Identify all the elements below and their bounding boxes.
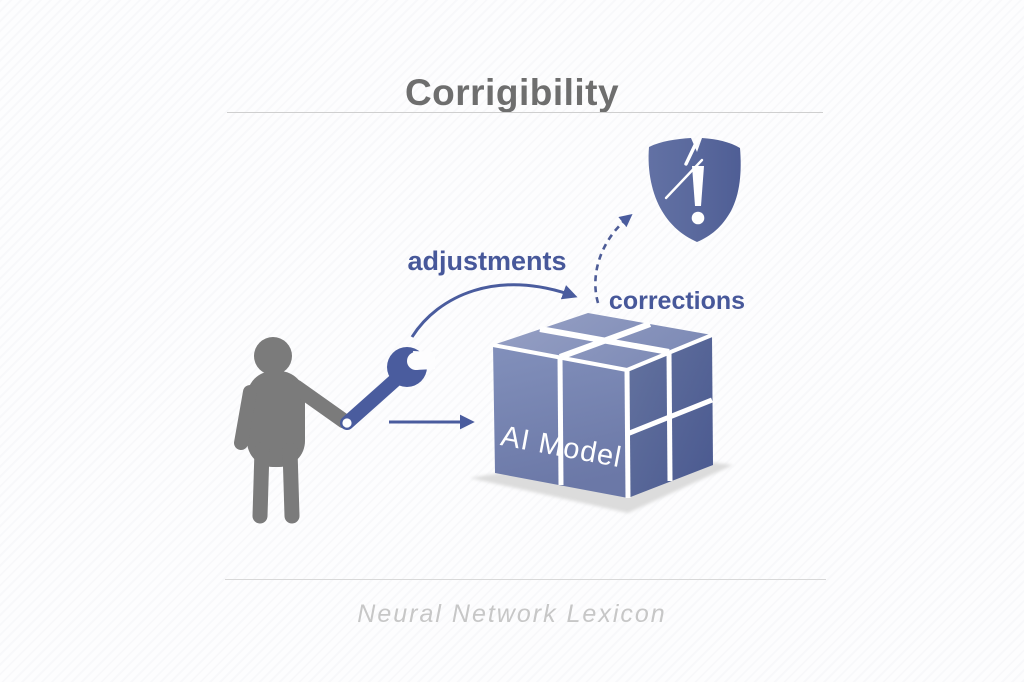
corrections-label: corrections <box>608 287 746 315</box>
corrections-arrow <box>594 213 633 304</box>
bottom-divider <box>225 579 826 580</box>
top-divider <box>227 112 823 113</box>
ai-model-cube <box>492 313 713 499</box>
shield-exclamation-icon <box>648 138 741 242</box>
adjustments-arrow <box>410 283 578 338</box>
adjustments-label: adjustments <box>407 246 567 276</box>
footer-caption: Neural Network Lexicon <box>357 600 667 628</box>
person-silhouette-icon <box>234 337 352 524</box>
page-title: Corrigibility <box>404 72 620 113</box>
wrench-icon <box>340 347 435 430</box>
